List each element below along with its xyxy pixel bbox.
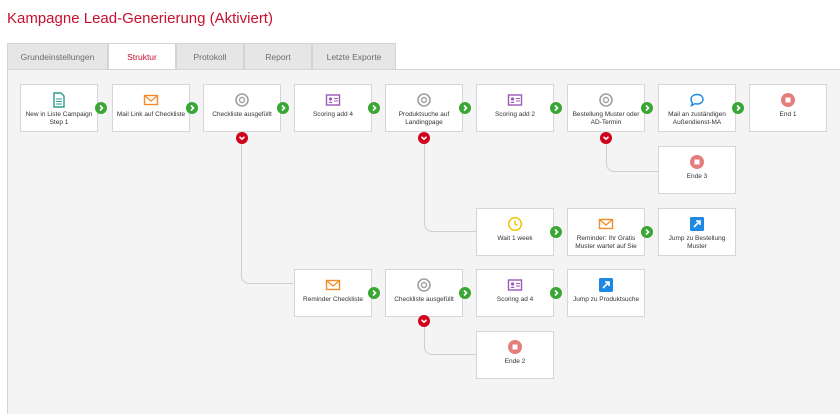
stop-icon — [508, 340, 522, 354]
node-label: Produktsuche auf Landingpage — [398, 111, 450, 126]
node-label: Scoring add 2 — [494, 111, 536, 118]
workflow-node-scoring[interactable]: Scoring ad 4 — [476, 269, 554, 317]
tab-report[interactable]: Report — [244, 43, 312, 69]
id-card-icon — [325, 94, 341, 106]
branch-arrow-icon[interactable] — [418, 132, 430, 144]
condition-icon — [235, 93, 249, 107]
condition-icon — [599, 93, 613, 107]
workflow-node-condition[interactable]: Checkliste ausgefüllt — [385, 269, 463, 317]
page-title: Kampagne Lead-Generierung (Aktiviert) — [7, 10, 273, 27]
workflow-node-notify[interactable]: Mail an zuständigen Außendienst-MA — [658, 84, 736, 132]
node-label: Mail Link auf Checkliste — [116, 111, 186, 118]
next-arrow-icon[interactable] — [186, 102, 198, 114]
node-label: Scoring add 4 — [312, 111, 354, 118]
node-label: Bestellung Muster oder AD-Termin — [572, 111, 640, 126]
next-arrow-icon[interactable] — [368, 287, 380, 299]
node-label: Wait 1 week — [497, 235, 533, 242]
branch-connector — [606, 144, 658, 172]
condition-icon — [417, 278, 431, 292]
id-card-icon — [507, 94, 523, 106]
workflow-node-mail[interactable]: Reminder: Ihr Gratis Muster wartet auf S… — [567, 208, 645, 256]
tab-letzte-exporte[interactable]: Letzte Exporte — [312, 43, 396, 69]
next-arrow-icon[interactable] — [550, 226, 562, 238]
tab-grundeinstellungen[interactable]: Grundeinstellungen — [7, 43, 108, 69]
next-arrow-icon[interactable] — [550, 102, 562, 114]
document-icon — [53, 92, 65, 108]
branch-arrow-icon[interactable] — [236, 132, 248, 144]
next-arrow-icon[interactable] — [368, 102, 380, 114]
node-label: Scoring ad 4 — [496, 296, 534, 303]
next-arrow-icon[interactable] — [641, 102, 653, 114]
workflow-node-condition[interactable]: Produktsuche auf Landingpage — [385, 84, 463, 132]
next-arrow-icon[interactable] — [732, 102, 744, 114]
mail-icon — [143, 94, 159, 106]
workflow-node-wait[interactable]: Wait 1 week — [476, 208, 554, 256]
node-label: Ende 2 — [504, 358, 526, 365]
next-arrow-icon[interactable] — [641, 226, 653, 238]
stop-icon — [690, 155, 704, 169]
branch-connector — [424, 144, 476, 232]
tab-struktur[interactable]: Struktur — [108, 43, 176, 70]
branch-arrow-icon[interactable] — [600, 132, 612, 144]
branch-connector — [424, 326, 476, 355]
workflow-node-jump[interactable]: Jump zu Bestellung Muster — [658, 208, 736, 256]
workflow-node-mail[interactable]: Mail Link auf Checkliste — [112, 84, 190, 132]
mail-icon — [325, 279, 341, 291]
node-label: Ende 3 — [686, 173, 708, 180]
node-label: Checkliste ausgefüllt — [394, 296, 454, 303]
workflow-node-jump[interactable]: Jump zu Produktsuche — [567, 269, 645, 317]
clock-icon — [507, 216, 523, 232]
workflow-node-end[interactable]: End 1 — [749, 84, 827, 132]
condition-icon — [417, 93, 431, 107]
node-label: End 1 — [779, 111, 797, 118]
node-label: Jump zu Bestellung Muster — [668, 235, 726, 250]
workflow-node-condition[interactable]: Bestellung Muster oder AD-Termin — [567, 84, 645, 132]
stop-icon — [781, 93, 795, 107]
workflow-node-start[interactable]: New in Liste Campaign Step 1 — [20, 84, 98, 132]
id-card-icon — [507, 279, 523, 291]
workflow-node-condition[interactable]: Checkliste ausgefüllt — [203, 84, 281, 132]
next-arrow-icon[interactable] — [459, 102, 471, 114]
node-label: Reminder: Ihr Gratis Muster wartet auf S… — [575, 235, 637, 250]
workflow-node-scoring[interactable]: Scoring add 2 — [476, 84, 554, 132]
workflow-node-end[interactable]: Ende 3 — [658, 146, 736, 194]
next-arrow-icon[interactable] — [95, 102, 107, 114]
branch-arrow-icon[interactable] — [418, 315, 430, 327]
node-label: Checkliste ausgefüllt — [212, 111, 272, 118]
workflow-canvas: New in Liste Campaign Step 1 Mail Link a… — [7, 69, 840, 414]
node-label: New in Liste Campaign Step 1 — [25, 111, 93, 126]
workflow-node-scoring[interactable]: Scoring add 4 — [294, 84, 372, 132]
jump-icon — [690, 217, 704, 231]
workflow-node-end[interactable]: Ende 2 — [476, 331, 554, 379]
node-label: Jump zu Produktsuche — [572, 296, 640, 303]
next-arrow-icon[interactable] — [459, 287, 471, 299]
node-label: Mail an zuständigen Außendienst-MA — [668, 111, 726, 126]
jump-icon — [599, 278, 613, 292]
tab-protokoll[interactable]: Protokoll — [176, 43, 244, 69]
chat-icon — [690, 93, 704, 107]
node-label: Reminder Checkliste — [303, 296, 363, 303]
branch-connector — [241, 144, 293, 284]
next-arrow-icon[interactable] — [277, 102, 289, 114]
workflow-node-mail[interactable]: Reminder Checkliste — [294, 269, 372, 317]
next-arrow-icon[interactable] — [550, 287, 562, 299]
mail-icon — [598, 218, 614, 230]
